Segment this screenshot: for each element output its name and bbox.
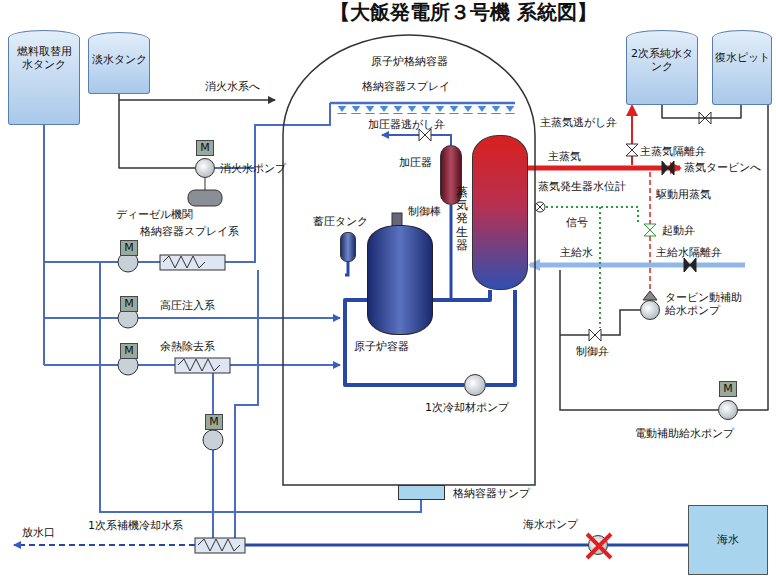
surge-line <box>450 205 453 300</box>
storage-tank: 淡水タンク <box>88 32 150 94</box>
node-label: タービン動補助給水ポンプ <box>665 291 749 317</box>
coolant-pump: 1次冷却材ポンプ <box>464 374 486 396</box>
label-text: 格納容器スプレイ系 <box>140 225 239 238</box>
storage-pit: 復水ピット <box>712 30 772 105</box>
motor-mark: M <box>120 240 138 256</box>
accumulator-tank: 蓄圧タンク <box>340 232 356 262</box>
pipe-connector <box>662 105 741 118</box>
motor-mark: M <box>120 296 138 312</box>
turbine-symbol <box>643 291 657 300</box>
label-text: 格納容器スプレイ <box>362 80 450 93</box>
signal-line <box>546 207 638 328</box>
node-label: 蓄圧タンク <box>313 215 368 228</box>
ccw-pipe <box>213 270 258 538</box>
fire-water-line <box>119 99 275 101</box>
motor-mark: M <box>205 414 223 430</box>
node-label: 海水ポンプ <box>523 518 578 531</box>
sea-water-pipe <box>245 544 588 547</box>
rhr-pipe <box>138 364 340 366</box>
label-text: 制御弁 <box>576 345 609 358</box>
node-label: 1次冷却材ポンプ <box>425 401 509 414</box>
containment-sump: 格納容器サンプ <box>398 485 445 500</box>
failure-mark <box>584 531 614 561</box>
accumulator-line <box>345 262 348 275</box>
reactor-vessel: 原子炉容器 <box>367 225 433 335</box>
containment-vessel: 原子炉格納容器加圧器蓄圧タンク原子炉容器蒸気発生器1次冷却材ポンプ <box>283 35 535 485</box>
label-text: 高圧注入系 <box>160 299 215 312</box>
relief-line <box>382 135 451 145</box>
level-meter <box>536 203 544 211</box>
main-steam-line <box>528 166 680 171</box>
node-label: 蒸気発生器 <box>456 186 468 252</box>
diagram-title: 【大飯発電所３号機 系統図】 <box>330 0 597 24</box>
node-label: 復水ピット <box>714 51 770 64</box>
engine-shaft <box>205 178 206 190</box>
motor-mark: M <box>719 381 737 397</box>
level-meter <box>535 202 545 212</box>
label-text: 余熱除去系 <box>160 340 215 353</box>
containment-outline <box>283 35 535 485</box>
fire-pump: 消火水ポンプ <box>195 158 215 178</box>
steam-generator: 蒸気発生器 <box>472 135 528 290</box>
label-text: 1次系補機冷却水系 <box>88 519 183 532</box>
failure-mark <box>587 534 611 558</box>
motor-pump: 電動補助給水ポンプ <box>718 400 738 420</box>
node-label: 消火水ポンプ <box>220 162 286 175</box>
pipe-connector <box>433 290 490 300</box>
pipe-connector <box>738 105 768 410</box>
discharge-line <box>14 544 195 546</box>
valve-symbol <box>662 161 674 175</box>
label-text: 消火水系へ <box>205 80 260 93</box>
main-feed-line <box>530 263 745 268</box>
valve-symbol <box>684 258 696 272</box>
spray-nozzles <box>335 106 517 114</box>
diesel-engine <box>188 190 222 206</box>
node-label: 加圧器 <box>399 156 432 169</box>
node-label: 格納容器サンプ <box>453 487 530 500</box>
node-label: 燃料取替用水タンク <box>12 45 76 71</box>
label-text: 信号 <box>566 216 588 229</box>
motor-mark: M <box>120 343 138 359</box>
suction-pipe <box>44 262 118 365</box>
label-text: 制御棒 <box>408 205 441 218</box>
valve-symbol <box>589 329 601 341</box>
node-label: 原子炉容器 <box>354 340 409 353</box>
node-label: 淡水タンク <box>91 53 147 66</box>
label-text: 主蒸気逃がし弁 <box>540 116 617 129</box>
spray-pipe <box>138 261 160 263</box>
spray-header <box>330 102 515 105</box>
label-text: 加圧器逃がし弁 <box>368 118 445 131</box>
label-text: 主蒸気 <box>548 150 581 163</box>
label-text: 主給水隔離弁 <box>656 246 722 259</box>
label-text: ディーゼル機関 <box>116 208 193 221</box>
storage-tank: 2次系純水タンク <box>626 30 698 105</box>
node-label: 電動補助給水ポンプ <box>635 427 734 440</box>
pipe-connector <box>119 94 195 168</box>
label-text: 蒸気タービンへ <box>684 161 761 174</box>
turbine-pump: タービン動補助給水ポンプ <box>640 300 660 320</box>
valve-symbol <box>644 224 656 236</box>
valve-symbol <box>626 144 638 156</box>
pipe-connector <box>608 544 688 547</box>
motor-mark: M <box>196 140 214 156</box>
label-text: 蒸気発生器水位計 <box>538 180 626 193</box>
sea-water: 海水 <box>688 505 768 575</box>
suction-pipe <box>43 125 45 365</box>
storage-tank: 燃料取替用水タンク <box>8 30 80 125</box>
label-text: 起動弁 <box>662 224 695 237</box>
node-label: 原子炉格納容器 <box>283 55 535 68</box>
node-label: 2次系純水タンク <box>630 47 694 73</box>
node-label: 海水 <box>689 533 767 546</box>
label-text: 主給水 <box>560 246 593 259</box>
label-text: 主蒸気隔離弁 <box>640 145 706 158</box>
injection-pipe <box>138 317 340 319</box>
pipe-connector <box>486 290 515 385</box>
spray-pipe <box>225 103 330 262</box>
sea-water-pump: 海水ポンプ <box>588 535 608 555</box>
label-text: 駆動用蒸気 <box>656 188 711 201</box>
pump-symbol <box>203 430 223 450</box>
label-text: 放水口 <box>22 526 55 539</box>
